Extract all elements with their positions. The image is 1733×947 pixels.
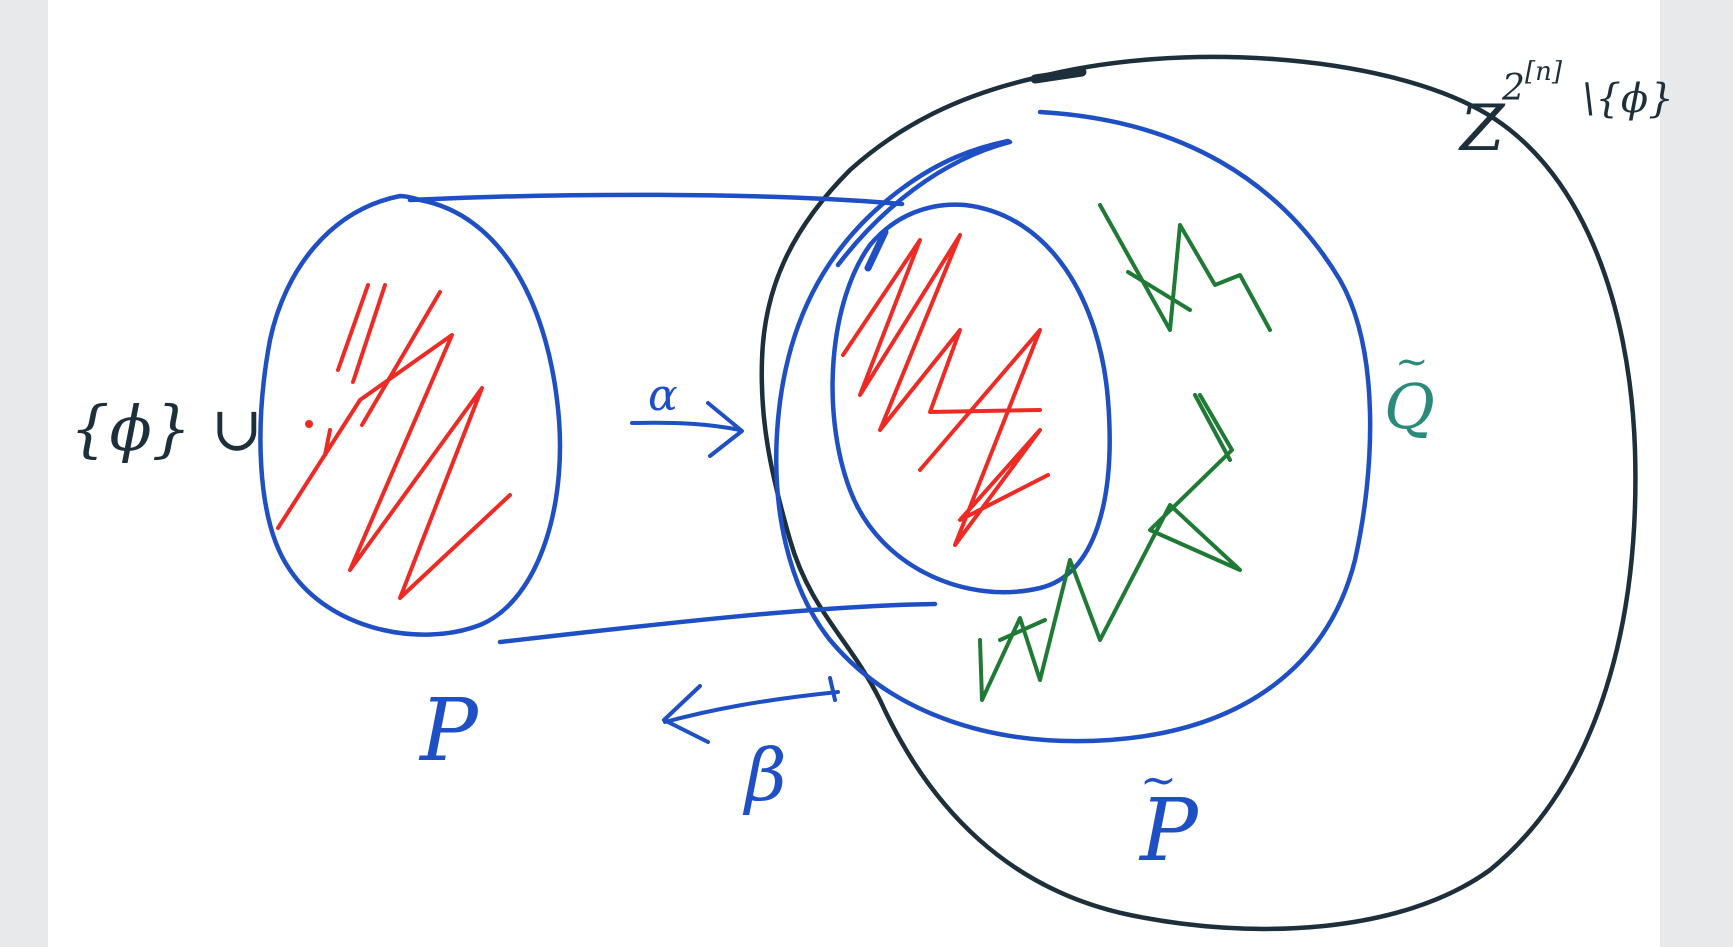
p-red-hatching bbox=[276, 283, 512, 600]
cylinder-bottom-edge bbox=[497, 601, 938, 645]
p-tilde-mark: ~ bbox=[1140, 755, 1177, 806]
p-tilde-region-outline bbox=[774, 109, 1373, 744]
outer-space-superscript: 2 bbox=[1501, 68, 1525, 109]
alpha-image-red-hatching bbox=[841, 233, 1050, 547]
outer-space-bracket: [n] bbox=[1525, 57, 1563, 87]
alpha-image-region-outline bbox=[830, 202, 1112, 595]
beta-label: β bbox=[742, 733, 787, 817]
q-tilde-green-zigzag bbox=[978, 203, 1272, 702]
cylinder-top-edge bbox=[407, 192, 905, 207]
inner-region-accent bbox=[864, 228, 889, 272]
outer-space-label: Z bbox=[1458, 92, 1506, 166]
beta-arrow bbox=[662, 676, 840, 744]
whiteboard bbox=[48, 0, 1660, 947]
outer-region-thick-mark bbox=[1030, 67, 1087, 84]
p-region-outline bbox=[258, 193, 563, 637]
q-tilde-mark: ~ bbox=[1395, 339, 1429, 385]
outer-region-outline bbox=[759, 54, 1638, 932]
inner-region-arc bbox=[835, 139, 1013, 268]
alpha-label: α bbox=[648, 370, 678, 421]
p-tilde-label: P bbox=[1138, 781, 1200, 881]
alpha-arrow bbox=[630, 401, 744, 458]
q-tilde-label: Q bbox=[1384, 370, 1435, 443]
outer-space-minus: \{ϕ} bbox=[1582, 76, 1674, 122]
p-label: P bbox=[418, 681, 480, 781]
left-set-label: {ϕ} ∪ bbox=[70, 392, 263, 465]
